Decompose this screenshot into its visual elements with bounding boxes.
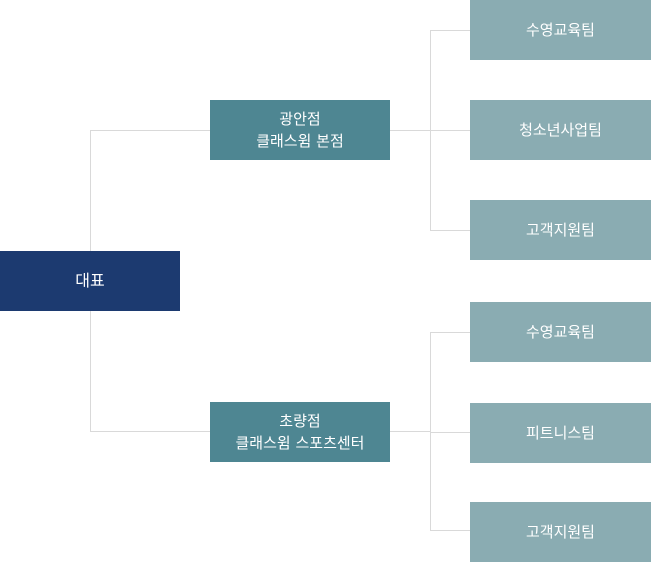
- team-label: 수영교육팀: [525, 21, 595, 39]
- team-label: 고객지원팀: [525, 523, 595, 541]
- team-choryang-fitness-box: 피트니스팀: [470, 403, 651, 463]
- ceo-box: 대표: [0, 251, 180, 311]
- team-label: 수영교육팀: [525, 323, 595, 341]
- team-gwangan-youth-box: 청소년사업팀: [470, 100, 651, 160]
- branch-choryang-name: 초량점: [279, 412, 321, 430]
- team-choryang-support-box: 고객지원팀: [470, 502, 651, 562]
- branch-gwangan-subtitle: 클래스윔 본점: [256, 132, 344, 150]
- team-label: 피트니스팀: [525, 424, 595, 442]
- ceo-label: 대표: [75, 271, 105, 290]
- team-label: 청소년사업팀: [519, 121, 602, 139]
- branch-choryang-subtitle: 클래스윔 스포츠센터: [235, 434, 365, 452]
- team-label: 고객지원팀: [525, 221, 595, 239]
- branch-choryang-box: 초량점 클래스윔 스포츠센터: [210, 402, 390, 462]
- branch-gwangan-name: 광안점: [279, 110, 321, 128]
- team-gwangan-support-box: 고객지원팀: [470, 200, 651, 260]
- team-gwangan-swimming-box: 수영교육팀: [470, 0, 651, 60]
- branch-gwangan-box: 광안점 클래스윔 본점: [210, 100, 390, 160]
- team-choryang-swimming-box: 수영교육팀: [470, 302, 651, 362]
